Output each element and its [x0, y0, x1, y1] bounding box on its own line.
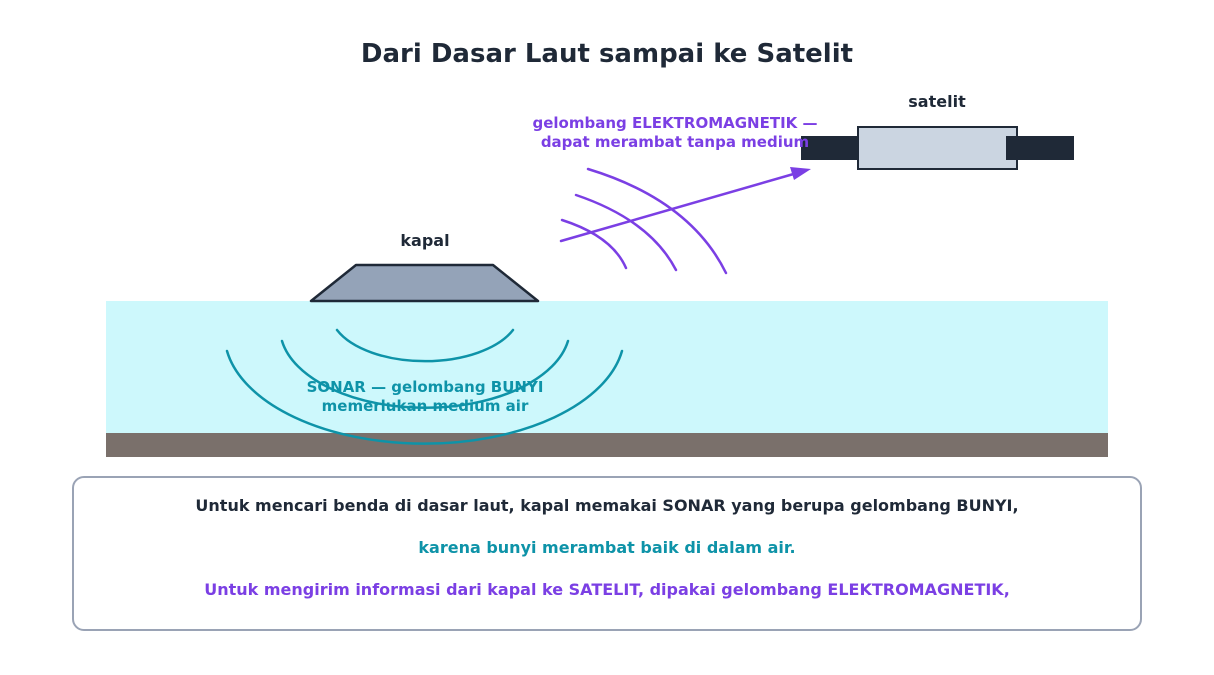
- sonar-wave-outer: [225, 349, 624, 445]
- satellite-label: satelit: [908, 92, 966, 111]
- em-arrow-head: [790, 167, 811, 180]
- ship-label: kapal: [400, 231, 449, 250]
- em-waves: [560, 167, 728, 275]
- em-label-line2: dapat merambat tanpa medium: [541, 133, 809, 151]
- sonar-wave-middle: [280, 339, 570, 409]
- sonar-label-line2: memerlukan medium air: [322, 397, 529, 415]
- caption-line-electromagnetic: Untuk mengirim informasi dari kapal ke S…: [204, 580, 1010, 599]
- em-wave-outer: [586, 167, 728, 275]
- sea-floor: [106, 433, 1108, 457]
- ship-hull: [309, 263, 540, 303]
- sonar-wave-inner: [335, 328, 515, 363]
- em-wave-middle: [574, 193, 678, 272]
- em-arrow-line: [559, 171, 799, 243]
- sea-water: [106, 301, 1108, 434]
- diagram-title: Dari Dasar Laut sampai ke Satelit: [361, 39, 853, 69]
- caption-line-sound-medium: karena bunyi merambat baik di dalam air.: [418, 538, 796, 557]
- explanation-box: Untuk mencari benda di dasar laut, kapal…: [72, 476, 1142, 631]
- em-label-line1: gelombang ELEKTROMAGNETIK —: [533, 114, 818, 132]
- sonar-label-line1: SONAR — gelombang BUNYI: [307, 378, 544, 396]
- satellite-body: [857, 126, 1018, 170]
- caption-line-sonar: Untuk mencari benda di dasar laut, kapal…: [195, 496, 1019, 515]
- em-wave-inner: [560, 218, 628, 270]
- satellite-panel-right-front: [1006, 136, 1074, 160]
- sonar-sound-waves: [225, 328, 624, 445]
